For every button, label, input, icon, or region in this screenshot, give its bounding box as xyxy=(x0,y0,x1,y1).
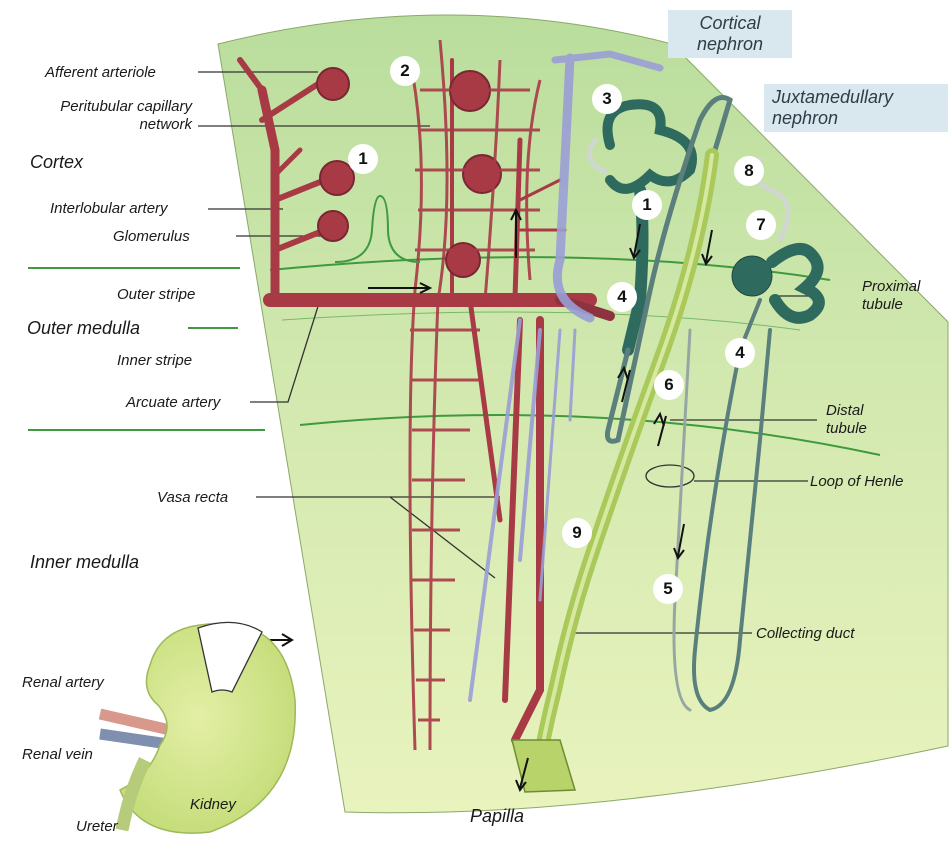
label-loop-of-henle: Loop of Henle xyxy=(810,473,903,490)
marker-1-cortical-glomerulus: 1 xyxy=(348,144,378,174)
label-outer-stripe: Outer stripe xyxy=(117,286,195,303)
label-papilla: Papilla xyxy=(470,806,524,826)
marker-6: 6 xyxy=(654,370,684,400)
label-renal-artery: Renal artery xyxy=(22,674,104,691)
label-cortex: Cortex xyxy=(30,152,83,172)
label-afferent-arteriole: Afferent arteriole xyxy=(45,64,156,81)
marker-4-cortical: 4 xyxy=(607,282,637,312)
label-ureter: Ureter xyxy=(76,818,118,835)
marker-2: 2 xyxy=(390,56,420,86)
label-distal-1: Distal xyxy=(826,402,864,419)
label-collecting-duct: Collecting duct xyxy=(756,625,854,642)
label-vasa-recta: Vasa recta xyxy=(157,489,228,506)
label-glomerulus: Glomerulus xyxy=(113,228,190,245)
marker-4-juxtamedullary: 4 xyxy=(725,338,755,368)
marker-8: 8 xyxy=(734,156,764,186)
label-outer-medulla: Outer medulla xyxy=(27,318,140,338)
label-proximal-2: tubule xyxy=(862,296,903,313)
marker-5: 5 xyxy=(653,574,683,604)
juxtamedullary-nephron-badge: Juxtamedullary nephron xyxy=(764,84,948,132)
cortical-nephron-badge: Cortical nephron xyxy=(668,10,792,58)
label-arcuate-artery: Arcuate artery xyxy=(126,394,220,411)
label-interlobular-artery: Interlobular artery xyxy=(50,200,168,217)
marker-1-nephron: 1 xyxy=(632,190,662,220)
label-renal-vein: Renal vein xyxy=(22,746,93,763)
label-peritubular-1: Peritubular capillary xyxy=(20,98,192,115)
label-inner-stripe: Inner stripe xyxy=(117,352,192,369)
label-proximal-1: Proximal xyxy=(862,278,920,295)
renal-artery-vessel xyxy=(100,714,170,730)
label-inner-medulla: Inner medulla xyxy=(30,552,139,572)
label-kidney: Kidney xyxy=(190,796,236,813)
label-distal-2: tubule xyxy=(826,420,867,437)
marker-9: 9 xyxy=(562,518,592,548)
marker-3: 3 xyxy=(592,84,622,114)
label-peritubular-2: network xyxy=(20,116,192,133)
renal-vein-vessel xyxy=(100,734,168,744)
marker-7: 7 xyxy=(746,210,776,240)
